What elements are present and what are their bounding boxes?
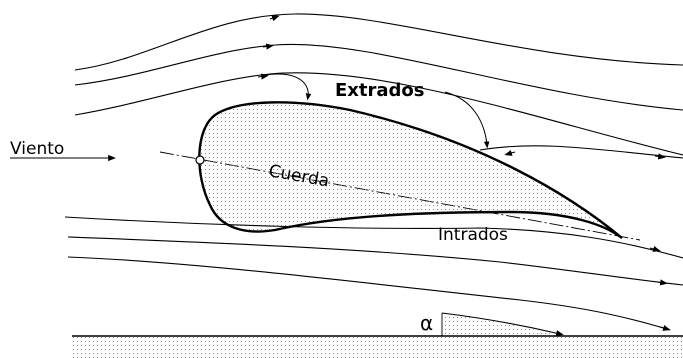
intrados-label: Intrados	[438, 225, 508, 245]
streamline-reverse-arrow	[504, 149, 516, 156]
extrados-label: Extrados	[335, 80, 425, 101]
streamline-lower-2-arrow	[656, 279, 668, 286]
angle-label: α	[420, 311, 433, 335]
streamline-lower-1-arrow	[649, 245, 661, 252]
streamline-lower-3-arrow	[659, 324, 671, 331]
ground-stipple	[72, 336, 683, 358]
streamline-lower-1	[64, 216, 683, 259]
streamline-upper-4	[479, 145, 683, 159]
streamline-upper-1-arrow	[269, 15, 280, 22]
streamline-lower-3	[67, 256, 671, 331]
streamline-upper-3-arrow	[257, 73, 269, 80]
streamline-lower-2	[67, 236, 683, 286]
airfoil-shape	[198, 101, 623, 239]
streamline-upper-2-arrow	[262, 43, 274, 50]
streamline-upper-1	[74, 13, 683, 71]
extrados-leader-right	[444, 91, 490, 149]
streamline-upper-4-arrow	[654, 153, 666, 160]
leading-edge-point	[195, 155, 205, 165]
angle-ray	[441, 312, 564, 337]
extrados-leader-left	[264, 73, 312, 101]
streamline-upper-2	[74, 43, 683, 111]
wind-label: Viento	[10, 139, 64, 159]
streamline-upper-3	[74, 72, 683, 156]
angle-wedge	[442, 313, 560, 336]
